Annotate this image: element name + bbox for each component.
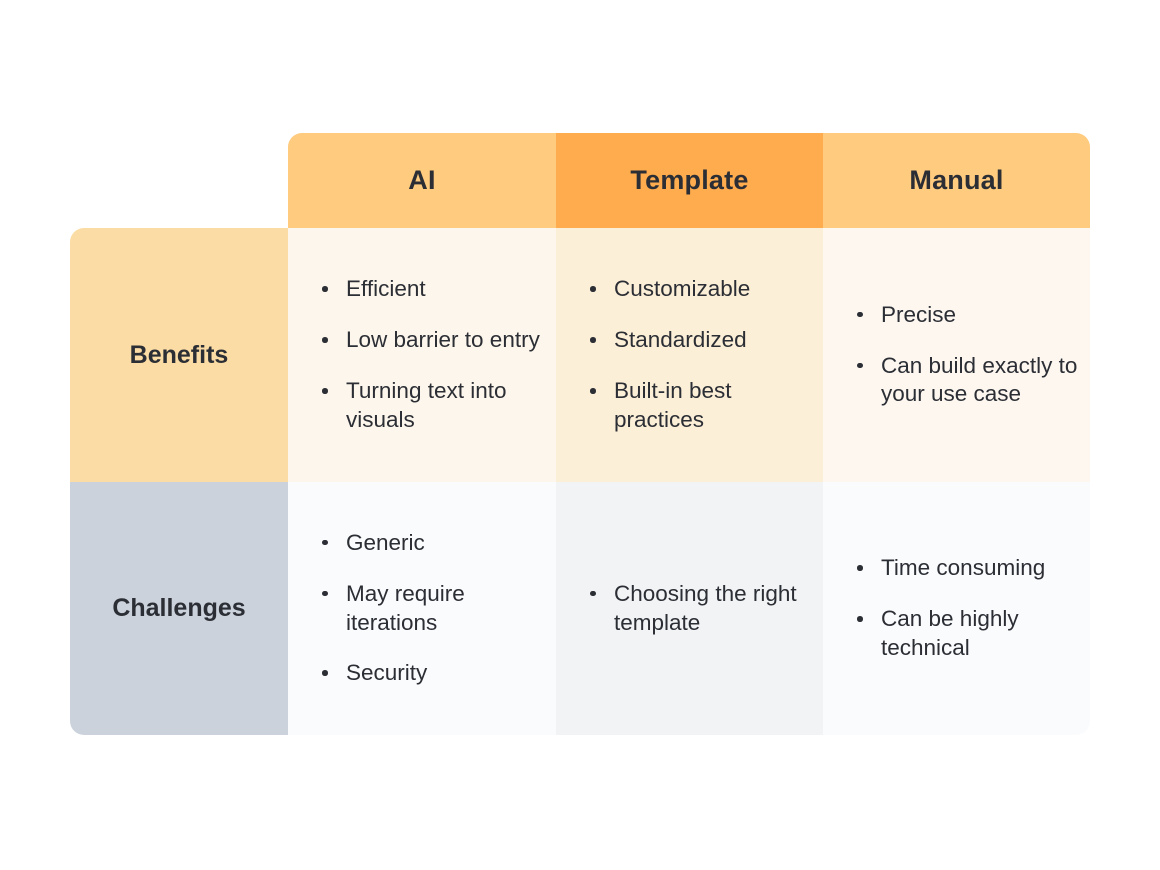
column-header-ai-label: AI: [408, 165, 436, 195]
row-header-benefits-label: Benefits: [129, 340, 229, 369]
list-item: Precise: [857, 301, 1086, 330]
cell-benefits-manual: Precise Can build exactly to your use ca…: [823, 228, 1090, 482]
bullet-list: Generic May require iterations Security: [322, 529, 556, 688]
bullet-list: Time consuming Can be highly technical: [857, 554, 1090, 662]
list-item: Can be highly technical: [857, 605, 1086, 663]
list-item: Turning text into visuals: [322, 377, 551, 435]
list-item: Customizable: [590, 275, 819, 304]
table-header-row: AI Template Manual: [288, 133, 1090, 228]
table-body: Benefits Efficient Low barrier to entry …: [70, 228, 1090, 735]
column-header-manual-label: Manual: [909, 165, 1004, 195]
bullet-list: Efficient Low barrier to entry Turning t…: [322, 275, 556, 434]
bullet-list: Choosing the right template: [590, 580, 823, 638]
row-header-challenges: Challenges: [70, 482, 288, 735]
cell-challenges-ai: Generic May require iterations Security: [288, 482, 556, 735]
column-header-manual: Manual: [823, 133, 1090, 228]
column-header-ai: AI: [288, 133, 556, 228]
list-item: Built-in best practices: [590, 377, 819, 435]
list-item: Standardized: [590, 326, 819, 355]
column-header-template: Template: [556, 133, 823, 228]
row-header-benefits: Benefits: [70, 228, 288, 482]
list-item: Can build exactly to your use case: [857, 352, 1086, 410]
table-row: Benefits Efficient Low barrier to entry …: [70, 228, 1090, 482]
list-item: Low barrier to entry: [322, 326, 551, 355]
list-item: Choosing the right template: [590, 580, 819, 638]
cell-challenges-template: Choosing the right template: [556, 482, 823, 735]
bullet-list: Precise Can build exactly to your use ca…: [857, 301, 1090, 409]
table-row: Challenges Generic May require iteration…: [70, 482, 1090, 735]
column-header-template-label: Template: [630, 165, 749, 195]
cell-challenges-manual: Time consuming Can be highly technical: [823, 482, 1090, 735]
list-item: Time consuming: [857, 554, 1086, 583]
comparison-table: AI Template Manual Benefits Efficient Lo…: [70, 133, 1090, 735]
list-item: Generic: [322, 529, 551, 558]
list-item: May require iterations: [322, 580, 551, 638]
cell-benefits-template: Customizable Standardized Built-in best …: [556, 228, 823, 482]
list-item: Security: [322, 659, 551, 688]
list-item: Efficient: [322, 275, 551, 304]
bullet-list: Customizable Standardized Built-in best …: [590, 275, 823, 434]
row-header-challenges-label: Challenges: [112, 594, 246, 622]
cell-benefits-ai: Efficient Low barrier to entry Turning t…: [288, 228, 556, 482]
